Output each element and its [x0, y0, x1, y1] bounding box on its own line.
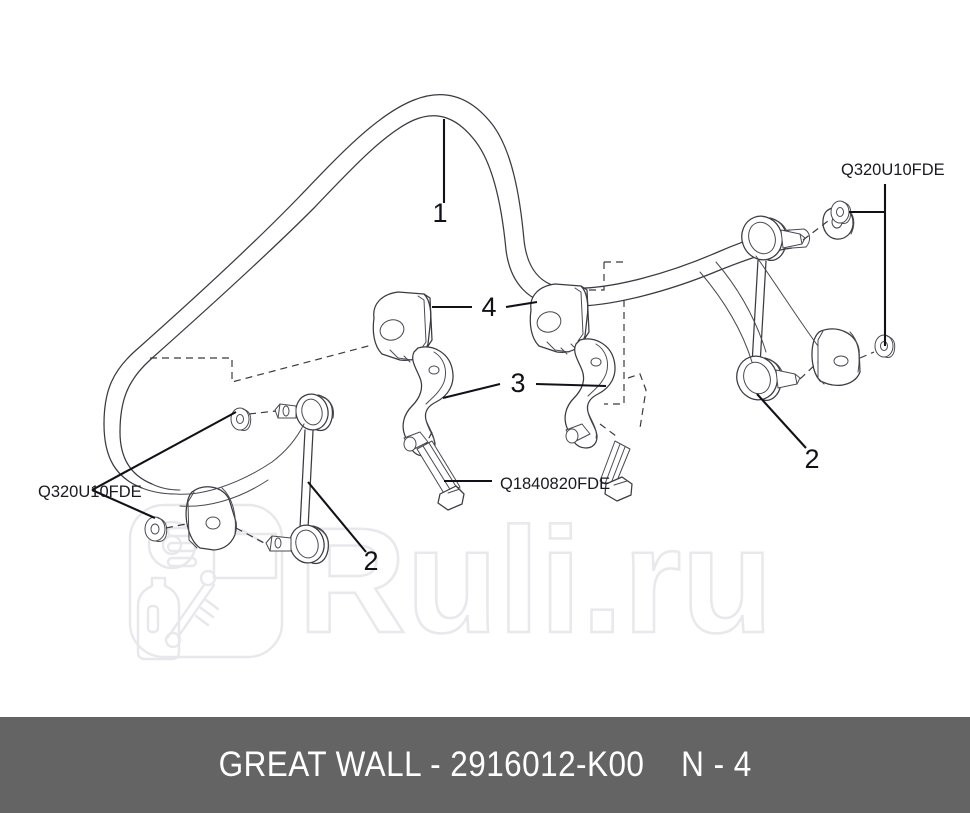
stabilizer-link-left [265, 393, 334, 565]
bracket-bolt-right [599, 440, 633, 502]
callout-2-left-label: 2 [363, 546, 378, 576]
link-left-dashed-guides [165, 410, 277, 545]
bar-link-connectors-left [175, 423, 305, 507]
callout-2-right-label: 2 [804, 444, 819, 474]
callout-3-label: 3 [510, 368, 525, 398]
nut-washer-upper-left [230, 407, 252, 431]
callout-labels: 1 2 2 3 4 [363, 198, 819, 576]
footer-caption: GREAT WALL - 2916012-K00 N - 4 [218, 745, 752, 784]
callout-1-label: 1 [432, 198, 447, 228]
link-mount-bracket-left [185, 486, 237, 551]
leader-callout-4-right [505, 300, 538, 309]
link-bushing-lower-left [265, 524, 330, 565]
leader-lines [91, 119, 887, 553]
leader-callout-3-right [535, 382, 607, 388]
stabilizer-bar-bushing-left [372, 291, 433, 363]
part-code-labels: Q320U10FDE Q320U10FDE Q1840820FDE [38, 161, 945, 501]
stabilizer-bar-bushing-right [529, 283, 590, 355]
nut-washer-lower-left [144, 516, 168, 542]
leader-code-left [91, 411, 237, 519]
assembly-guide-lines [150, 261, 628, 405]
part-code-nut-washer-left: Q320U10FDE [38, 483, 142, 501]
watermark-ruli-ru: Ruli.ru [128, 495, 774, 665]
technical-drawing: Ruli.ru [38, 93, 945, 665]
leader-callout-2-right [756, 393, 807, 449]
footer-bar: GREAT WALL - 2916012-K00 N - 4 [0, 717, 970, 813]
link-bushing-upper-left [274, 393, 334, 432]
link-bushing-lower-right [736, 355, 801, 401]
shock-absorber-icon [164, 569, 220, 649]
stabilizer-link-right [736, 215, 806, 401]
callout-4-label: 4 [481, 292, 496, 322]
stabilizer-bar [103, 93, 811, 495]
link-mount-bracket-lower-right [811, 328, 861, 386]
watermark-text: Ruli.ru [298, 496, 773, 664]
link-bushing-upper-right [741, 215, 806, 261]
part-code-bracket-bolt: Q1840820FDE [500, 475, 610, 493]
link-right-dashed-guides [799, 220, 875, 380]
diagram-canvas: Ruli.ru [38, 93, 945, 666]
part-code-nut-washer-right: Q320U10FDE [841, 161, 945, 179]
leader-callout-2-left [307, 481, 367, 553]
stabilizer-bar-bracket-left [402, 346, 454, 457]
oil-bottle-icon [136, 576, 181, 661]
bar-link-connectors-right [699, 255, 819, 363]
leader-code-top-right [849, 184, 887, 346]
leader-callout-3-left [442, 382, 501, 400]
bolt-dashed-guides [425, 373, 647, 445]
stabilizer-bar-bracket-right [564, 338, 616, 449]
